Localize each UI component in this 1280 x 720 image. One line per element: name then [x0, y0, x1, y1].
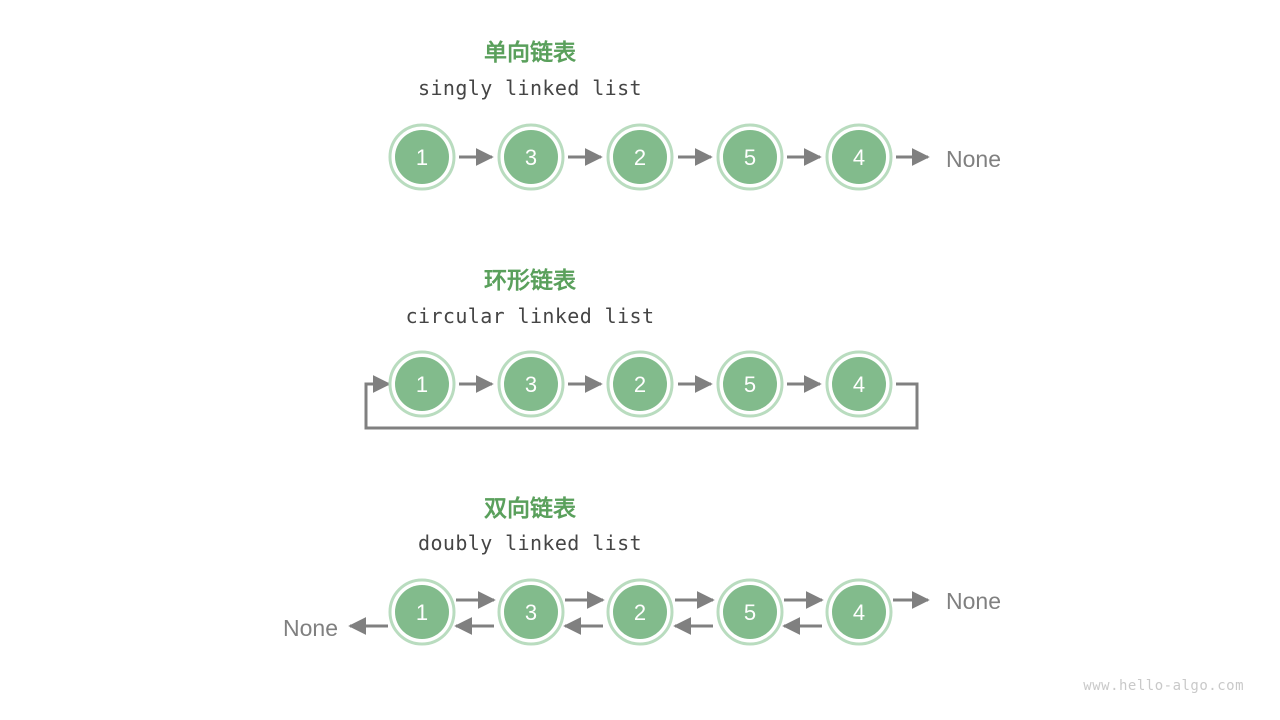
section-circular: 环形链表 circular linked list 1 3 [364, 267, 919, 430]
node-value: 4 [853, 600, 865, 625]
node-circle-icon [497, 350, 565, 418]
node-value: 4 [853, 145, 865, 170]
node-fill-icon [613, 130, 667, 184]
node-circle-icon [825, 350, 893, 418]
node-value: 2 [634, 145, 646, 170]
node-fill-icon [395, 585, 449, 639]
node-fill-icon [395, 130, 449, 184]
tail-none-label-singly: None [946, 146, 1001, 172]
node-circle-icon [388, 123, 456, 191]
loop-back-arrow-icon [364, 375, 919, 430]
node-circle-icon [606, 123, 674, 191]
node-value: 3 [525, 600, 537, 625]
node-circular-4[interactable]: 4 [825, 350, 893, 418]
links-circular [364, 375, 919, 430]
node-value: 2 [634, 600, 646, 625]
node-fill-icon [723, 357, 777, 411]
node-value: 5 [744, 600, 756, 625]
node-fill-icon [832, 357, 886, 411]
section-title-cn-doubly: 双向链表 [484, 495, 577, 521]
node-value: 1 [416, 372, 428, 397]
node-value: 3 [525, 372, 537, 397]
node-fill-icon [504, 585, 558, 639]
node-doubly-4[interactable]: 4 [825, 578, 893, 646]
node-circle-icon [825, 123, 893, 191]
node-fill-icon [504, 130, 558, 184]
node-value: 5 [744, 145, 756, 170]
node-circle-icon [606, 578, 674, 646]
section-title-cn-singly: 单向链表 [484, 39, 577, 65]
node-circle-icon [716, 350, 784, 418]
watermark: www.hello-algo.com [1083, 678, 1244, 694]
node-value: 1 [416, 600, 428, 625]
node-value: 1 [416, 145, 428, 170]
node-circle-icon [606, 350, 674, 418]
node-singly-3[interactable]: 5 [716, 123, 784, 191]
node-circular-0[interactable]: 1 [388, 350, 456, 418]
node-circle-icon [388, 578, 456, 646]
tail-none-label-doubly: None [946, 588, 1001, 614]
node-value: 3 [525, 145, 537, 170]
node-circle-icon [825, 578, 893, 646]
node-circle-icon [716, 123, 784, 191]
section-title-cn-circular: 环形链表 [484, 267, 577, 293]
head-none-label-doubly: None [283, 615, 338, 641]
node-doubly-2[interactable]: 2 [606, 578, 674, 646]
node-circle-icon [716, 578, 784, 646]
node-fill-icon [723, 585, 777, 639]
node-circle-icon [388, 350, 456, 418]
node-singly-0[interactable]: 1 [388, 123, 456, 191]
node-circular-1[interactable]: 3 [497, 350, 565, 418]
node-singly-1[interactable]: 3 [497, 123, 565, 191]
node-doubly-0[interactable]: 1 [388, 578, 456, 646]
section-singly: 单向链表 singly linked list 1 3 [388, 39, 1001, 191]
node-value: 4 [853, 372, 865, 397]
node-fill-icon [723, 130, 777, 184]
section-doubly: 双向链表 doubly linked list 1 [283, 495, 1001, 646]
node-value: 5 [744, 372, 756, 397]
section-title-en-circular: circular linked list [406, 304, 655, 328]
section-title-en-singly: singly linked list [418, 76, 642, 100]
node-fill-icon [832, 585, 886, 639]
section-title-en-doubly: doubly linked list [418, 531, 642, 555]
node-singly-2[interactable]: 2 [606, 123, 674, 191]
node-circular-2[interactable]: 2 [606, 350, 674, 418]
node-circular-3[interactable]: 5 [716, 350, 784, 418]
node-circle-icon [497, 123, 565, 191]
node-fill-icon [832, 130, 886, 184]
node-fill-icon [504, 357, 558, 411]
node-fill-icon [395, 357, 449, 411]
node-circle-icon [497, 578, 565, 646]
node-doubly-1[interactable]: 3 [497, 578, 565, 646]
node-fill-icon [613, 357, 667, 411]
node-value: 2 [634, 372, 646, 397]
node-fill-icon [613, 585, 667, 639]
node-doubly-3[interactable]: 5 [716, 578, 784, 646]
node-singly-4[interactable]: 4 [825, 123, 893, 191]
